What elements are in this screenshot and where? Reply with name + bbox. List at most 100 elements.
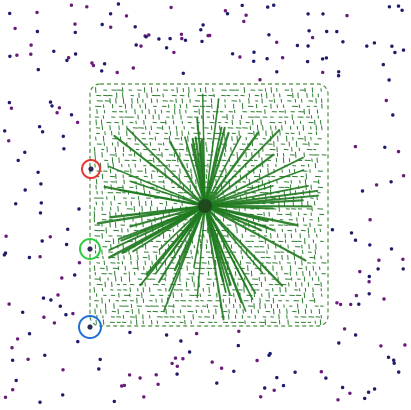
- dot: [255, 358, 259, 363]
- dot: [56, 293, 60, 297]
- dot: [42, 315, 46, 319]
- dot: [183, 38, 188, 42]
- dot: [368, 243, 372, 247]
- dot: [61, 393, 65, 397]
- dot: [71, 311, 75, 316]
- dot: [392, 361, 396, 365]
- dot: [3, 251, 8, 255]
- dot: [208, 33, 212, 38]
- dot: [75, 120, 80, 125]
- green-marker-icon[interactable]: [79, 238, 101, 260]
- dot: [128, 330, 132, 335]
- dot: [157, 37, 161, 41]
- dot: [393, 50, 397, 55]
- dot: [85, 5, 89, 9]
- dot: [360, 189, 365, 193]
- dot: [338, 302, 343, 307]
- dot: [187, 350, 192, 354]
- ray-line: [117, 188, 206, 207]
- marker-center[interactable]: [87, 324, 93, 330]
- marker-center[interactable]: [87, 246, 93, 252]
- ray-line: [203, 131, 230, 208]
- ray-line: [204, 185, 309, 207]
- dot: [390, 44, 394, 48]
- dot: [365, 44, 369, 48]
- dot: [9, 106, 14, 110]
- dot: [77, 207, 81, 211]
- dot: [382, 297, 386, 301]
- dot: [142, 395, 146, 399]
- dot: [219, 366, 224, 370]
- dot: [232, 369, 236, 373]
- hub-node[interactable]: [198, 199, 212, 213]
- dot: [172, 50, 176, 55]
- dot: [64, 242, 69, 247]
- dot: [52, 49, 56, 53]
- dot: [7, 100, 12, 105]
- blue-marker-icon[interactable]: [78, 315, 102, 339]
- dot: [396, 4, 401, 8]
- dot: [384, 98, 388, 103]
- dot: [244, 13, 248, 17]
- dot: [366, 390, 371, 394]
- dot: [349, 231, 354, 235]
- dot: [36, 67, 40, 72]
- marker-center[interactable]: [88, 166, 94, 172]
- marker-ring[interactable]: [79, 238, 101, 260]
- dot: [10, 346, 14, 350]
- dot: [372, 41, 377, 45]
- dot: [116, 2, 121, 6]
- dot: [321, 70, 325, 75]
- dot: [342, 327, 347, 331]
- dot: [377, 258, 381, 262]
- dot: [15, 337, 20, 341]
- dot: [100, 22, 104, 27]
- dot: [383, 145, 387, 149]
- target-markers[interactable]: [78, 159, 102, 339]
- radiating-rays: [96, 93, 320, 321]
- dot: [26, 357, 30, 361]
- dot: [372, 387, 377, 391]
- red-marker-icon[interactable]: [81, 159, 101, 179]
- dot: [368, 218, 372, 222]
- ray-line: [121, 204, 207, 254]
- dot: [223, 9, 228, 13]
- dot: [353, 333, 358, 337]
- dot: [401, 174, 406, 178]
- dot: [76, 339, 80, 344]
- dot: [124, 14, 129, 18]
- dot: [353, 144, 358, 149]
- scattered-dots: [2, 2, 407, 404]
- dot: [387, 78, 391, 82]
- ray-line: [154, 205, 206, 275]
- marker-ring[interactable]: [81, 159, 101, 179]
- dot: [90, 61, 94, 65]
- dot: [13, 26, 17, 31]
- ray-line: [113, 134, 207, 208]
- dot: [345, 13, 349, 18]
- ray-line: [203, 204, 307, 262]
- dot: [8, 54, 12, 58]
- dot: [108, 12, 113, 16]
- dot: [238, 55, 242, 59]
- marker-ring[interactable]: [78, 315, 102, 339]
- ray-line: [203, 204, 284, 287]
- field-border: [89, 83, 329, 327]
- dot: [144, 35, 148, 39]
- ray-line: [108, 165, 206, 207]
- dot: [55, 111, 59, 115]
- dot: [73, 52, 78, 56]
- dot: [38, 211, 43, 215]
- dot: [16, 158, 20, 163]
- dot: [154, 373, 158, 377]
- dot: [258, 78, 262, 82]
- dot: [307, 29, 311, 33]
- dot: [133, 25, 137, 29]
- dot: [340, 385, 345, 390]
- ray-line: [201, 93, 206, 207]
- dot: [39, 182, 43, 186]
- dot: [392, 358, 396, 362]
- dot: [91, 63, 96, 68]
